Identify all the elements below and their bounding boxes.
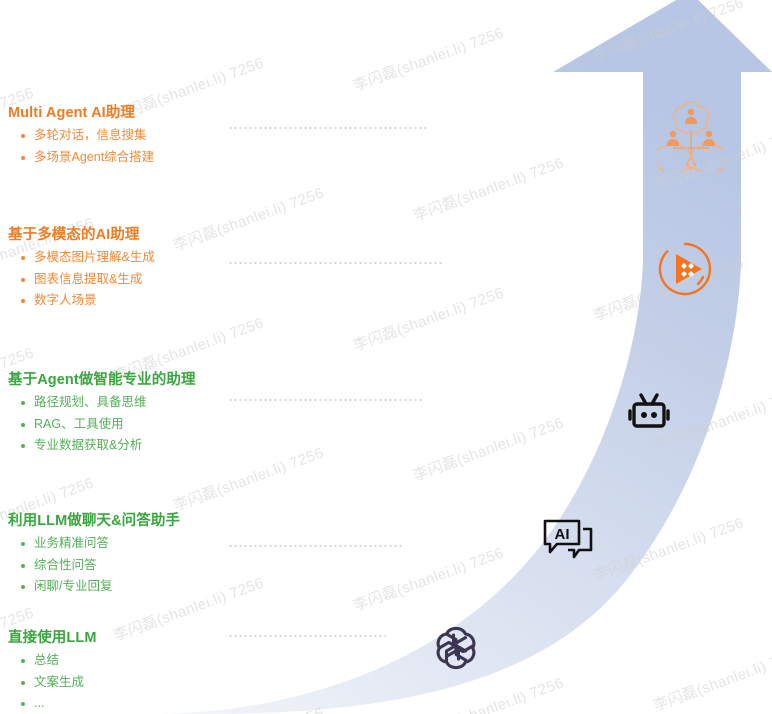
- bullet-text: 综合性问答: [34, 557, 97, 572]
- list-item: 多场景Agent综合搭建: [8, 147, 154, 169]
- stage-bullets: 总结 文案生成 ...: [8, 650, 97, 714]
- bullet-dot-icon: [21, 299, 25, 304]
- list-item: RAG、工具使用: [8, 414, 196, 436]
- stage-agent[interactable]: 基于Agent做智能专业的助理 路径规划、具备思维 RAG、工具使用 专业数据获…: [8, 371, 196, 457]
- stage-bullets: 多模态图片理解&生成 图表信息提取&生成 数字人场景: [8, 247, 155, 312]
- stage-bullets: 路径规划、具备思维 RAG、工具使用 专业数据获取&分析: [8, 392, 196, 457]
- bullet-dot-icon: [21, 256, 25, 261]
- list-item: 总结: [8, 650, 97, 672]
- svg-text:AI: AI: [555, 526, 570, 543]
- list-item: 专业数据获取&分析: [8, 435, 196, 457]
- list-item: 多模态图片理解&生成: [8, 247, 155, 269]
- stage-bullets: 多轮对话，信息搜集 多场景Agent综合搭建: [8, 125, 154, 168]
- bullet-text: 路径规划、具备思维: [34, 395, 147, 410]
- list-item: 数字人场景: [8, 290, 155, 312]
- bullet-dot-icon: [21, 155, 25, 160]
- bullet-dot-icon: [21, 444, 25, 449]
- list-item: 闲聊/专业回复: [8, 576, 180, 598]
- stage-multimodal[interactable]: 基于多模态的AI助理 多模态图片理解&生成 图表信息提取&生成 数字人场景: [8, 226, 155, 312]
- bullet-dot-icon: [21, 585, 25, 590]
- bullet-dot-icon: [21, 680, 25, 685]
- bullet-dot-icon: [21, 542, 25, 547]
- bullet-dot-icon: [21, 134, 25, 139]
- stage-heading: 直接使用LLM: [8, 630, 97, 646]
- bullet-text: 业务精准问答: [34, 536, 110, 551]
- stage-heading: 基于Agent做智能专业的助理: [8, 372, 196, 388]
- multi-agent-network-icon: [654, 98, 728, 175]
- list-item: 业务精准问答: [8, 533, 180, 555]
- bullet-text: RAG、工具使用: [34, 416, 124, 431]
- list-item: 图表信息提取&生成: [8, 269, 155, 291]
- bullet-dot-icon: [21, 401, 25, 406]
- bullet-dot-icon: [21, 702, 25, 707]
- bullet-dot-icon: [21, 659, 25, 664]
- bullet-text: 多模态图片理解&生成: [34, 250, 155, 265]
- stage-llm-direct[interactable]: 直接使用LLM 总结 文案生成 ...: [8, 629, 97, 714]
- stage-bullets: 业务精准问答 综合性问答 闲聊/专业回复: [8, 533, 180, 598]
- bullet-text: ...: [34, 696, 45, 711]
- bullet-dot-icon: [21, 422, 25, 427]
- list-item: 综合性问答: [8, 555, 180, 577]
- list-item: 文案生成: [8, 672, 97, 694]
- robot-icon: [623, 386, 675, 436]
- openai-logo-icon: [430, 621, 482, 673]
- bullet-text: 文案生成: [34, 674, 85, 689]
- ai-chat-bubble-icon: AI: [541, 517, 595, 563]
- stage-multi-agent[interactable]: Multi Agent AI助理 多轮对话，信息搜集 多场景Agent综合搭建: [8, 104, 154, 168]
- stage-heading: Multi Agent AI助理: [8, 105, 135, 121]
- list-item: ...: [8, 693, 97, 714]
- bullet-text: 数字人场景: [34, 293, 97, 308]
- list-item: 多轮对话，信息搜集: [8, 125, 154, 147]
- stage-llm-chat[interactable]: 利用LLM做聊天&问答助手 业务精准问答 综合性问答 闲聊/专业回复: [8, 512, 180, 598]
- bullet-text: 总结: [34, 653, 60, 668]
- bullet-text: 闲聊/专业回复: [34, 579, 113, 594]
- stage-heading: 利用LLM做聊天&问答助手: [8, 513, 181, 529]
- bullet-dot-icon: [21, 277, 25, 282]
- bullet-dot-icon: [21, 563, 25, 568]
- bullet-text: 图表信息提取&生成: [34, 271, 143, 286]
- multimodal-play-icon: [657, 241, 713, 297]
- stage-heading: 基于多模态的AI助理: [8, 227, 140, 243]
- bullet-text: 专业数据获取&分析: [34, 438, 143, 453]
- bullet-text: 多轮对话，信息搜集: [34, 128, 147, 143]
- list-item: 路径规划、具备思维: [8, 392, 196, 414]
- bullet-text: 多场景Agent综合搭建: [34, 149, 155, 164]
